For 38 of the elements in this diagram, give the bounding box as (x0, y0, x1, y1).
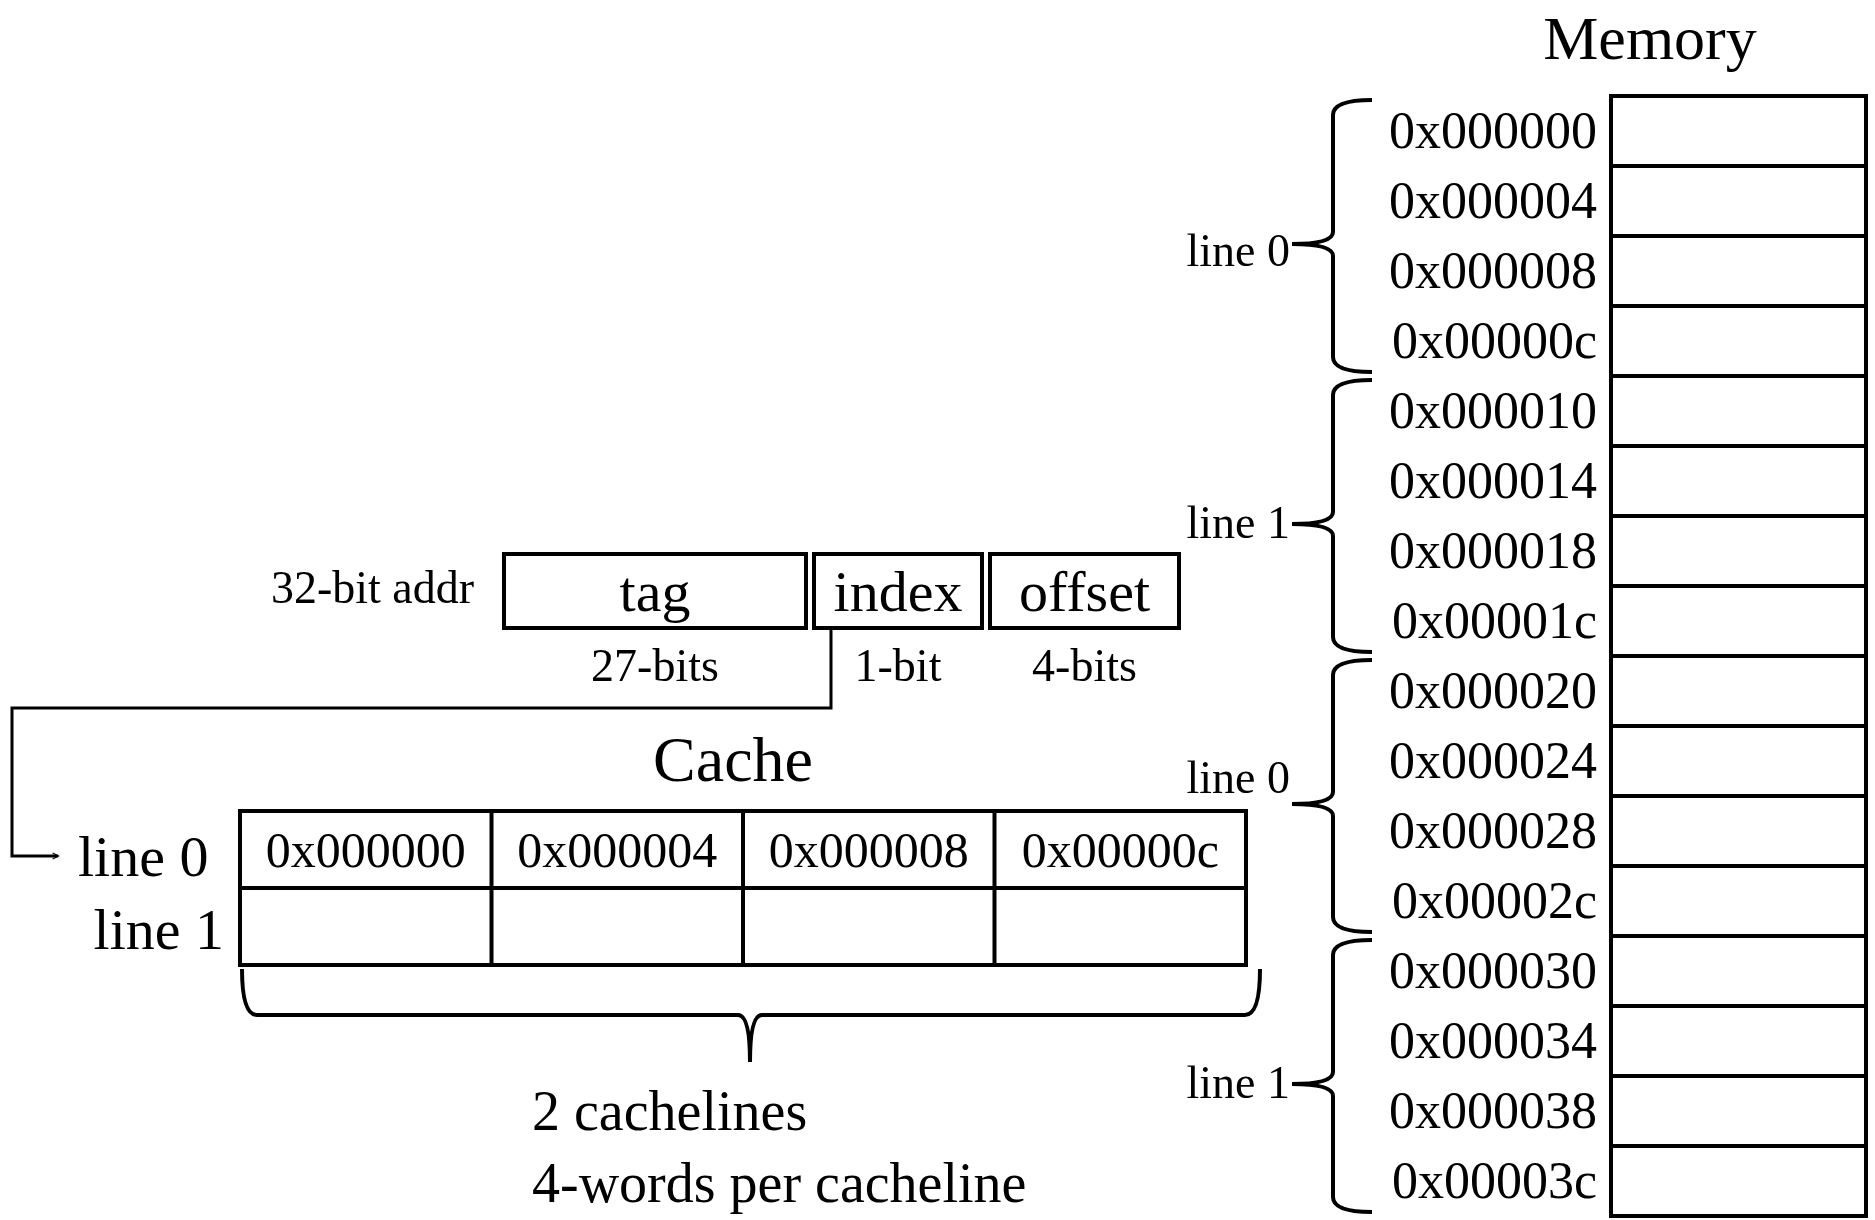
address-label: 0x000008 (1389, 242, 1597, 300)
address-label: 0x00002c (1391, 872, 1597, 930)
column-title: Memory (1543, 3, 1757, 73)
table-title: Cache (653, 724, 813, 796)
address-field-box: offset (988, 552, 1181, 630)
cell-text: 0x000004 (517, 822, 718, 877)
address-label: 0x000014 (1389, 452, 1597, 510)
address-label: 0x000020 (1389, 662, 1597, 720)
bit-width-label: 4-bits (1032, 640, 1137, 692)
address-field-box: tag (502, 552, 808, 630)
line-label: line 0 (1186, 752, 1290, 804)
address-label: 32-bit addr (270, 562, 474, 614)
cell-text: 0x000000 (265, 822, 466, 877)
arrow (10, 630, 833, 860)
address-label: 0x00003c (1391, 1152, 1597, 1210)
address-label: 0x00001c (1391, 592, 1597, 650)
bit-width-label: 27-bits (591, 640, 719, 692)
address-label: 0x000028 (1389, 802, 1597, 860)
address-label: 0x00000c (1391, 312, 1597, 370)
note-text: 4-words per cacheline (532, 1153, 1027, 1215)
line-label: line 0 (58, 825, 224, 887)
address-field-box: index (812, 552, 984, 630)
line-label: line 1 (1186, 1057, 1290, 1109)
address-label: 0x000038 (1389, 1082, 1597, 1140)
cell-text: 0x00000c (1021, 822, 1219, 877)
address-label: 0x000010 (1389, 382, 1597, 440)
address-label: 0x000030 (1389, 942, 1597, 1000)
address-label: 0x000000 (1389, 102, 1597, 160)
address-label: 0x000034 (1389, 1012, 1597, 1070)
address-label: 0x000018 (1389, 522, 1597, 580)
cell-text: 0x000008 (768, 822, 969, 877)
note-text: 2 cachelines (532, 1081, 808, 1143)
line-label: line 0 (1186, 225, 1290, 277)
line-label: line 1 (93, 898, 224, 962)
address-label: 0x000004 (1389, 172, 1597, 230)
bit-width-label: 1-bit (854, 640, 942, 692)
address-label: 0x000024 (1389, 732, 1597, 790)
line-label: line 1 (1186, 497, 1290, 549)
